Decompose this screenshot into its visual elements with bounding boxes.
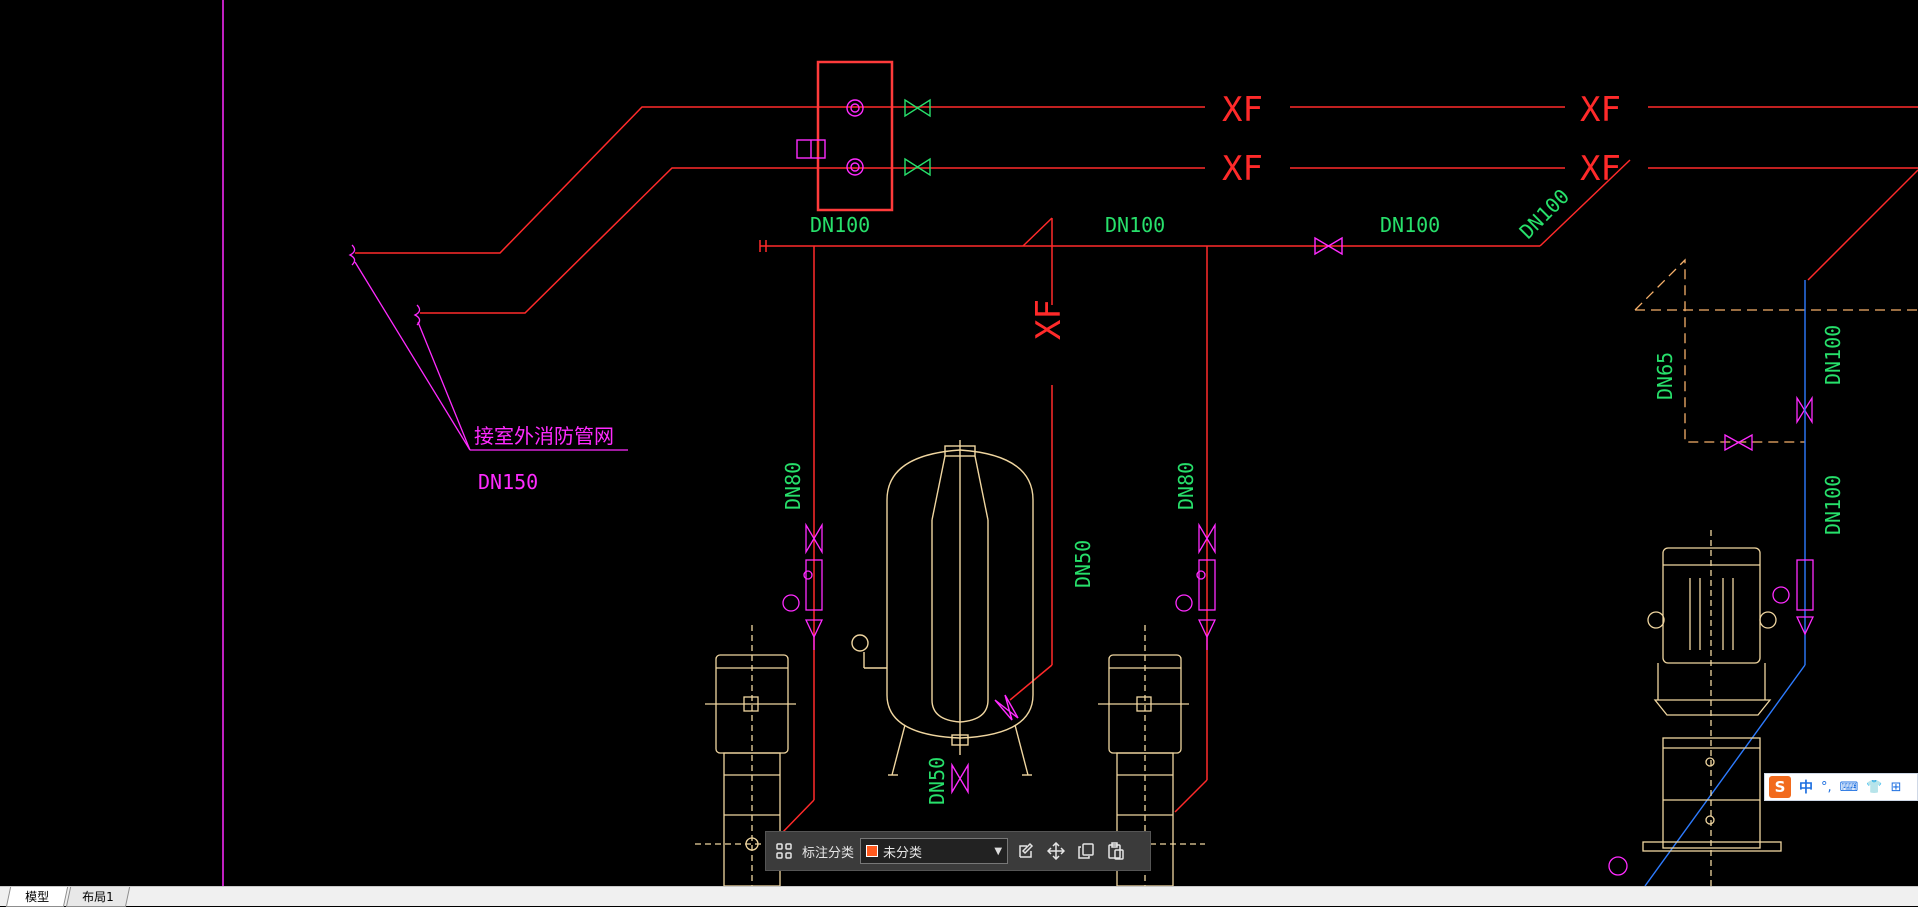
xf-label: XF <box>1222 149 1263 189</box>
grid-icon-glyph <box>776 843 792 859</box>
dn-labels: DN100 DN100 DN100 DN100 DN80 DN80 DN50 D… <box>781 184 1845 805</box>
outdoor-pipe-label: 接室外消防管网 <box>474 424 614 448</box>
ime-apps-icon[interactable]: ⊞ <box>1890 779 1902 795</box>
move-icon-glyph <box>1047 842 1066 860</box>
dn80-label: DN80 <box>1174 462 1198 510</box>
dn50-label: DN50 <box>925 757 949 805</box>
edit-icon[interactable] <box>1014 839 1038 863</box>
header-valve <box>1314 236 1343 256</box>
pump-left <box>695 625 796 886</box>
dn100-label: DN100 <box>810 213 870 237</box>
tab-layout1[interactable]: 布局1 <box>65 887 131 907</box>
tank-valves <box>951 694 1019 795</box>
ime-status-bar[interactable]: S 中 °, ⌨ 👕 ⊞ <box>1764 773 1918 801</box>
ime-skin-icon[interactable]: 👕 <box>1866 779 1883 795</box>
chevron-down-icon: ▼ <box>994 845 1003 857</box>
green-gate-valves <box>904 98 931 177</box>
xf-labels: XF XF XF XF XF <box>1029 90 1621 340</box>
paste-icon-glyph <box>1108 842 1124 860</box>
xf-label: XF <box>1580 90 1621 130</box>
pump-right-fittings <box>1608 559 1815 876</box>
cad-drawing-svg[interactable]: XF XF XF XF XF DN100 DN100 DN100 DN100 D… <box>0 0 1918 886</box>
category-color-swatch <box>866 845 879 857</box>
xf-label-vertical: XF <box>1029 299 1069 340</box>
copy-icon[interactable] <box>1074 839 1098 863</box>
dn80-label: DN80 <box>781 462 805 510</box>
dn100-label: DN100 <box>1380 213 1440 237</box>
selected-category: 未分类 <box>883 845 923 861</box>
dashed-bypass-pipe <box>1634 258 1918 443</box>
pump-left-fittings <box>782 522 824 650</box>
blue-pipe <box>1644 280 1806 886</box>
pump-right <box>1642 530 1782 886</box>
tab-layout1-label: 布局1 <box>82 890 114 904</box>
xf-label: XF <box>1580 149 1621 189</box>
bypass-valves <box>1724 395 1813 452</box>
red-pipe-network <box>355 106 1918 836</box>
dn100-label-diag: DN100 <box>1515 184 1575 244</box>
dn65-label: DN65 <box>1653 352 1677 400</box>
annotation-toolbar[interactable]: 标注分类 未分类 ▼ <box>765 831 1151 871</box>
pump-middle-fittings <box>1175 522 1217 650</box>
grid-icon[interactable] <box>772 839 796 863</box>
outdoor-pipe-leader <box>348 244 628 451</box>
dn50-label: DN50 <box>1071 540 1095 588</box>
xf-label: XF <box>1222 90 1263 130</box>
selection-highlight-box[interactable] <box>816 60 894 212</box>
pressure-tank <box>851 440 1034 776</box>
ime-logo-icon[interactable]: S <box>1769 776 1791 798</box>
move-icon[interactable] <box>1044 839 1068 863</box>
cad-drawing-canvas[interactable]: XF XF XF XF XF DN100 DN100 DN100 DN100 D… <box>0 0 1918 886</box>
category-select[interactable]: 未分类 ▼ <box>860 838 1009 864</box>
pipe-connector-symbols <box>796 99 864 176</box>
category-label: 标注分类 <box>802 845 855 861</box>
dn100-label: DN100 <box>1105 213 1165 237</box>
dn150-label: DN150 <box>478 470 538 494</box>
copy-icon-glyph <box>1078 843 1094 859</box>
tab-model-label: 模型 <box>25 890 50 904</box>
dn100-label: DN100 <box>1821 325 1845 385</box>
tab-model[interactable]: 模型 <box>5 887 69 907</box>
pump-middle <box>1098 625 1205 886</box>
edit-icon-glyph <box>1019 842 1034 858</box>
ime-punctuation-toggle[interactable]: °, <box>1821 779 1832 795</box>
ime-keyboard-icon[interactable]: ⌨ <box>1839 779 1859 795</box>
paste-icon[interactable] <box>1104 839 1128 863</box>
ime-mode-toggle[interactable]: 中 <box>1799 780 1813 796</box>
dn100-label: DN100 <box>1821 475 1845 535</box>
layout-tab-bar: 模型 布局1 <box>0 886 1918 907</box>
